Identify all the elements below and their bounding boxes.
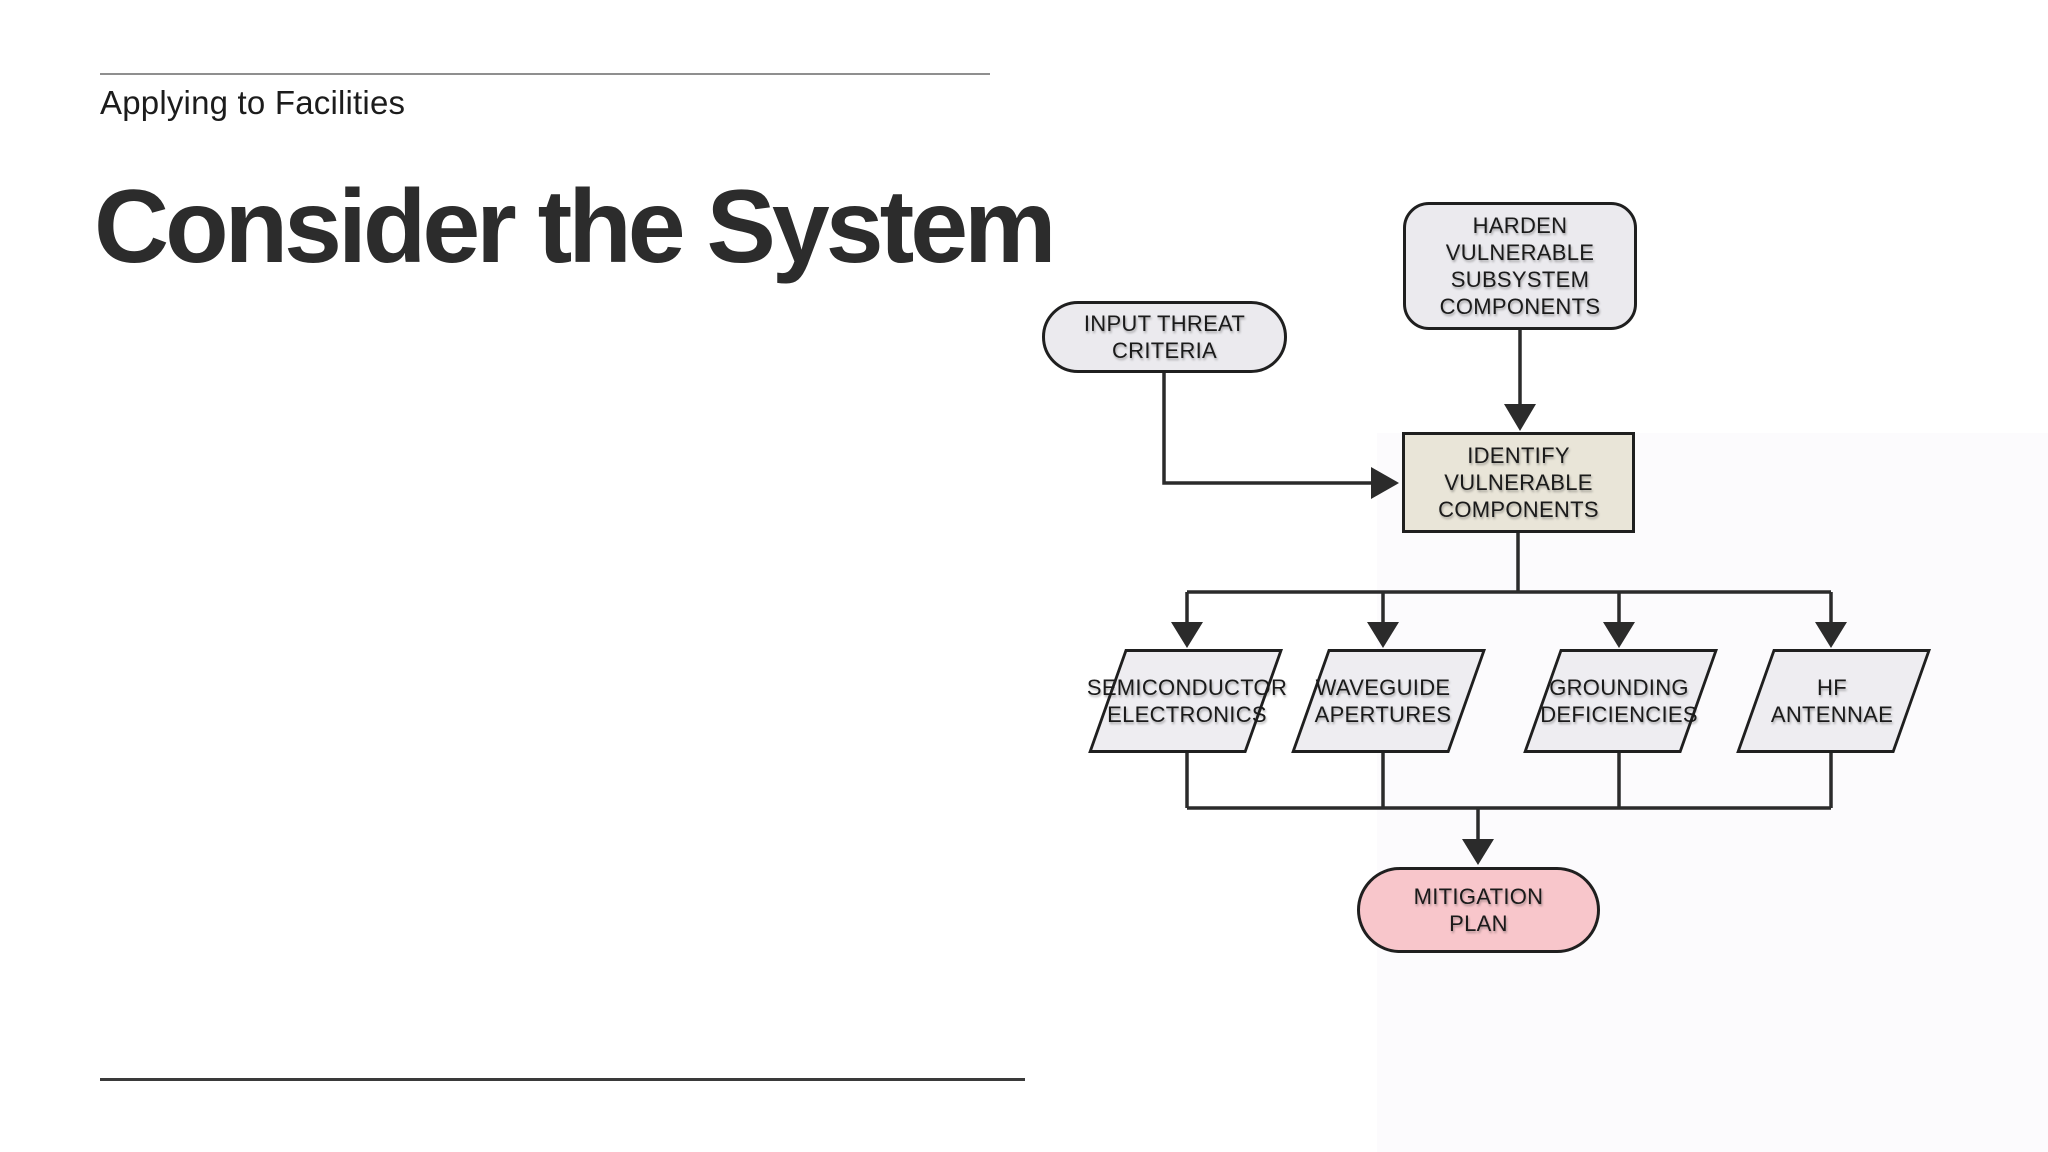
flowchart-label-semiconductor-electronics: SEMICONDUCTOR ELECTRONICS bbox=[1086, 675, 1288, 727]
flowchart-background-panel bbox=[1377, 433, 2048, 1152]
edge-input-identify bbox=[1162, 373, 1371, 485]
flowchart-node-mitigation-plan: MITIGATION PLAN bbox=[1357, 867, 1600, 953]
header-divider-line bbox=[100, 73, 990, 75]
flowchart-node-identify-vulnerable-components: IDENTIFY VULNERABLE COMPONENTS bbox=[1402, 432, 1635, 533]
flowchart-label-waveguide-apertures: WAVEGUIDE APERTURES bbox=[1314, 675, 1452, 727]
flowchart-label-hf-antennae: HF ANTENNAE bbox=[1770, 675, 1894, 727]
arrowhead-into-semiconductor bbox=[1171, 622, 1203, 648]
slide-title: Consider the System bbox=[94, 169, 1057, 285]
slide-kicker: Applying to Facilities bbox=[100, 84, 406, 121]
flowchart-node-harden: HARDEN VULNERABLE SUBSYSTEM COMPONENTS bbox=[1403, 202, 1637, 330]
arrowhead-into-identify-top bbox=[1504, 404, 1536, 431]
flowchart-label-grounding-deficiencies: GROUNDING DEFICIENCIES bbox=[1540, 675, 1698, 727]
flowchart-node-input-threat-criteria: INPUT THREAT CRITERIA bbox=[1042, 301, 1287, 373]
footer-divider-line bbox=[100, 1078, 1025, 1081]
